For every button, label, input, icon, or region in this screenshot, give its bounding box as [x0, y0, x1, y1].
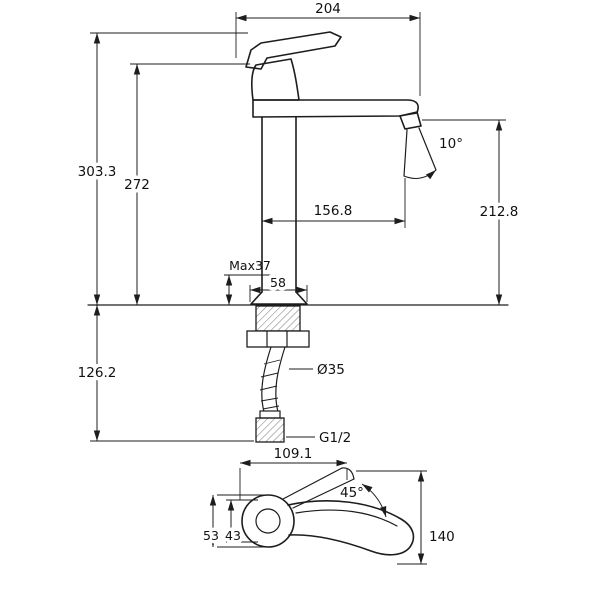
threaded-shank: [255, 305, 301, 332]
locknut-facets: [266, 330, 288, 348]
dim-stream-angle: 10°: [439, 136, 463, 152]
dim-spout-height: 272: [121, 63, 250, 305]
dim-below-deck-height: 126.2: [74, 305, 254, 442]
faucet-base-flare: [250, 291, 308, 305]
hose-connector: [255, 417, 285, 443]
cartridge-circle: [255, 508, 281, 534]
dim-handle-length-label: 109.1: [274, 446, 313, 462]
lever-rotated-45: [282, 467, 355, 509]
faucet-lever: [245, 31, 342, 70]
supply-hose: [259, 346, 286, 413]
dim-handle-width-outer: 53: [200, 494, 264, 548]
dim-hose-thread-label: G1/2: [319, 430, 351, 446]
dim-total-width-label: 204: [315, 1, 341, 17]
dim-handle-width-inner-label: 43: [225, 528, 241, 543]
dim-below-deck-height-label: 126.2: [78, 365, 117, 381]
dim-max-deck-thickness: Max37: [224, 258, 274, 305]
dim-total-height-label: 303.3: [78, 164, 117, 180]
dim-hose-thread: G1/2: [286, 430, 351, 446]
water-stream: [403, 127, 437, 180]
dim-handle-width-outer-label: 53: [203, 528, 219, 543]
dim-spout-reach: 156.8: [262, 178, 406, 228]
dim-spout-reach-label: 156.8: [314, 203, 353, 219]
dim-total-width: 204: [235, 1, 421, 96]
faucet-spout: [252, 99, 419, 118]
dim-spout-height-label: 272: [124, 177, 150, 193]
lever-top-view-contour: [295, 509, 398, 527]
dim-handle-reach-label: 140: [429, 529, 455, 545]
lever-top-view: [287, 500, 415, 556]
faucet-side-view: [87, 31, 509, 443]
handle-top-view: [241, 467, 415, 556]
hose-collar: [259, 410, 281, 419]
dim-total-height: 303.3: [74, 32, 248, 305]
dim-outlet-height-label: 212.8: [480, 204, 519, 220]
dim-base-width-label: 58: [270, 275, 286, 290]
dim-stream-angle-label: 10°: [439, 136, 463, 152]
dim-handle-width-inner: 43: [222, 499, 258, 547]
dim-hole-diameter: Ø35: [289, 362, 345, 378]
dim-handle-swing-angle-label: 45°: [340, 485, 364, 501]
dim-outlet-height: 212.8: [422, 119, 522, 305]
dim-base-width: 58: [249, 272, 308, 302]
dim-handle-length: 109.1: [239, 446, 348, 500]
dim-max-deck-thickness-label: Max37: [229, 258, 271, 273]
locknut: [246, 330, 310, 348]
faucet-aerator: [399, 111, 422, 130]
dim-handle-swing-angle: 45°: [340, 483, 387, 518]
dim-handle-reach: 140: [356, 470, 455, 565]
dim-hole-diameter-label: Ø35: [317, 362, 345, 378]
faucet-body: [250, 58, 300, 101]
valve-body-circle: [241, 494, 295, 548]
